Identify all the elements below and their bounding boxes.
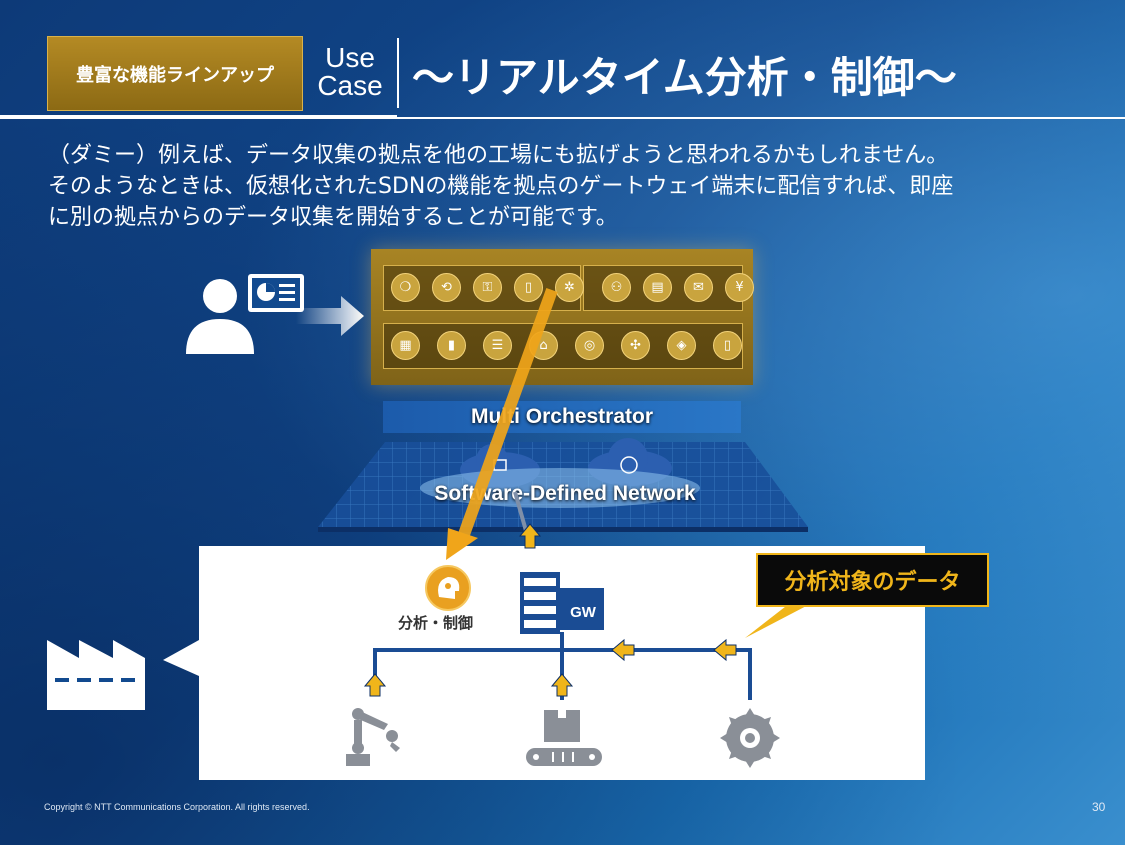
- function-icons-top: ❍ ⟲ ⚿ ▯ ✲ ⚇ ▤ ✉ ¥: [391, 273, 754, 302]
- factory-icon: [47, 640, 145, 710]
- document-icon: ▯: [514, 273, 543, 302]
- network-icon: ✣: [621, 331, 650, 360]
- use-case-label: Use Case: [312, 44, 388, 100]
- chip-icon: ◈: [667, 331, 696, 360]
- sync-icon: ⟲: [432, 273, 461, 302]
- chart-icon: ▮: [437, 331, 466, 360]
- money-bag-icon: ❍: [391, 273, 420, 302]
- gateway-server-icon: [520, 572, 604, 634]
- saw-blade-icon: [720, 708, 780, 768]
- conveyor-icon: [526, 710, 602, 766]
- operator-icon: [186, 274, 364, 354]
- gw-label: GW: [570, 604, 596, 621]
- lineup-badge: 豊富な機能ラインアップ: [47, 36, 303, 111]
- page-number: 30: [1092, 800, 1106, 814]
- mail-icon: ✉: [684, 273, 713, 302]
- globe-icon: ◎: [575, 331, 604, 360]
- description-line: そのようなときは、仮想化されたSDNの機能を拠点のゲートウェイ端末に配信すれば、…: [48, 174, 954, 199]
- sdn-label: Software-Defined Network: [434, 482, 696, 505]
- report-icon: ▤: [643, 273, 672, 302]
- use-label: Use: [325, 42, 375, 73]
- description-line: に別の拠点からのデータ収集を開始することが可能です。: [48, 205, 618, 230]
- page-title: ～リアルタイム分析・制御～: [412, 53, 957, 102]
- analysis-brain-icon: [425, 565, 471, 611]
- description-line: （ダミー）例えば、データ収集の拠点を他の工場にも拡げようと思われるかもしれません…: [48, 143, 949, 168]
- function-icons-bottom: ▦ ▮ ☰ ⌂ ◎ ✣ ◈ ▯: [391, 331, 742, 360]
- key-icon: ⚿: [473, 273, 502, 302]
- list-icon: ☰: [483, 331, 512, 360]
- robot-arm-icon: [346, 708, 400, 766]
- analysis-control-label: 分析・制御: [398, 614, 474, 632]
- mobile-icon: ▯: [713, 331, 742, 360]
- slide-header: 豊富な機能ラインアップ Use Case ～リアルタイム分析・制御～: [0, 0, 1125, 120]
- yen-icon: ¥: [725, 273, 754, 302]
- target-data-callout: 分析対象のデータ: [756, 553, 989, 607]
- people-icon: ⚇: [602, 273, 631, 302]
- copyright: Copyright © NTT Communications Corporati…: [44, 802, 310, 812]
- title-divider: [397, 38, 399, 108]
- case-label: Case: [317, 70, 383, 101]
- brain-icon: ✲: [555, 273, 584, 302]
- description-text: （ダミー）例えば、データ収集の拠点を他の工場にも拡げようと思われるかもしれません…: [48, 140, 1098, 233]
- grid-icon: ▦: [391, 331, 420, 360]
- header-underline-thin: [397, 117, 1125, 119]
- header-underline: [0, 115, 397, 119]
- multi-orchestrator-label: Multi Orchestrator: [383, 401, 741, 433]
